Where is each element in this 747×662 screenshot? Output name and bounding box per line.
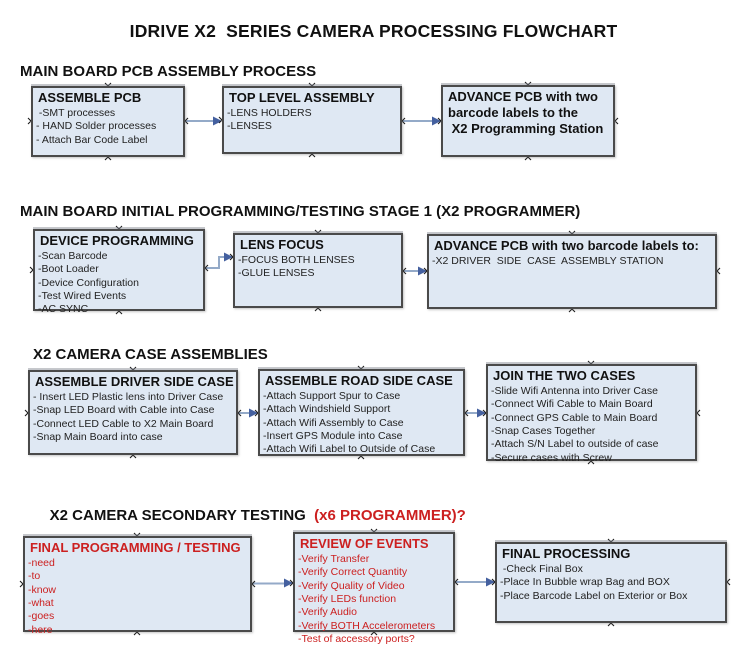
box-item: -Attach S/N Label to outside of case xyxy=(491,438,659,451)
box-item: -LENSES xyxy=(227,120,272,133)
box-item: -Secure cases with Screw xyxy=(491,451,612,464)
box-device-programming[interactable]: DEVICE PROGRAMMING -Scan Barcode -Boot L… xyxy=(33,229,205,315)
box-item: -Check Final Box xyxy=(500,562,583,575)
box-title: DEVICE PROGRAMMING xyxy=(40,233,194,248)
box-item: -GLUE LENSES xyxy=(238,267,315,280)
box-lens-focus[interactable]: LENS FOCUS -FOCUS BOTH LENSES -GLUE LENS… xyxy=(233,233,403,308)
box-assemble-driver-side-case[interactable]: ASSEMBLE DRIVER SIDE CASE - Insert LED P… xyxy=(28,370,238,455)
box-item: -to xyxy=(28,570,41,583)
connector-arrow-3 xyxy=(205,252,233,269)
box-assemble-pcb[interactable]: ASSEMBLE PCB -SMT processes - HAND Solde… xyxy=(31,86,185,157)
connector-arrow-6 xyxy=(465,408,486,418)
connector-arrow-7 xyxy=(252,578,293,588)
box-item: -AC SYNC xyxy=(38,303,89,316)
section-heading-secondary-testing: X2 CAMERA SECONDARY TESTING (x6 PROGRAMM… xyxy=(33,490,466,541)
box-item: -Device Configuration xyxy=(38,276,139,289)
box-item: -Slide Wifi Antenna into Driver Case xyxy=(491,384,658,397)
box-advance-pcb-driver-side-station[interactable]: ADVANCE PCB with two barcode labels to: … xyxy=(427,234,717,309)
box-item: -X2 DRIVER SIDE CASE ASSEMBLY STATION xyxy=(432,254,664,267)
section-heading-initial-programming: MAIN BOARD INITIAL PROGRAMMING/TESTING S… xyxy=(20,203,581,220)
box-item: - Attach Bar Code Label xyxy=(36,133,148,146)
box-item: -Place Barcode Label on Exterior or Box xyxy=(500,589,688,602)
box-title: ASSEMBLE PCB xyxy=(38,90,142,105)
box-final-programming-testing[interactable]: FINAL PROGRAMMING / TESTING -need -to -k… xyxy=(23,536,252,636)
connector-arrow-4 xyxy=(403,266,427,276)
box-review-of-events[interactable]: REVIEW OF EVENTS -Verify Transfer -Verif… xyxy=(293,532,455,645)
box-item: -Verify Transfer xyxy=(298,552,370,565)
section-heading-case-assemblies: X2 CAMERA CASE ASSEMBLIES xyxy=(33,346,268,363)
box-title: ADVANCE PCB with two barcode labels to t… xyxy=(448,89,604,136)
box-item: -Attach Windshield Support xyxy=(263,403,391,416)
box-item: -Scan Barcode xyxy=(38,249,108,262)
box-item: - HAND Solder processes xyxy=(36,120,157,133)
box-item: -Verify Correct Quantity xyxy=(298,566,408,579)
connector-arrow-1 xyxy=(185,116,222,126)
section-heading-pcb-assembly: MAIN BOARD PCB ASSEMBLY PROCESS xyxy=(20,63,317,80)
box-item: -Attach Wifi Assembly to Case xyxy=(263,416,404,429)
connector-arrow-2 xyxy=(402,116,441,126)
box-item: -Test of accessory ports? xyxy=(298,633,415,646)
box-item: -know xyxy=(28,583,57,596)
box-title: JOIN THE TWO CASES xyxy=(493,368,636,383)
box-join-the-two-cases[interactable]: JOIN THE TWO CASES -Slide Wifi Antenna i… xyxy=(486,364,697,464)
box-item: -Test Wired Events xyxy=(38,290,127,303)
box-top-level-assembly[interactable]: TOP LEVEL ASSEMBLY -LENS HOLDERS -LENSES xyxy=(222,86,402,154)
connector-arrow-8 xyxy=(455,577,495,587)
box-item: -Place In Bubble wrap Bag and BOX xyxy=(500,576,670,589)
box-title: TOP LEVEL ASSEMBLY xyxy=(229,90,375,105)
box-item: -Insert GPS Module into Case xyxy=(263,430,403,443)
box-title: FINAL PROCESSING xyxy=(502,546,631,561)
box-item: - Insert LED Plastic lens into Driver Ca… xyxy=(33,390,224,403)
box-title: ASSEMBLE DRIVER SIDE CASE xyxy=(35,374,234,389)
box-item: -Verify Audio xyxy=(298,606,357,619)
box-item: -what xyxy=(28,597,54,610)
box-item: -Verify LEDs function xyxy=(298,593,397,606)
box-title: REVIEW OF EVENTS xyxy=(300,536,429,551)
box-title: ASSEMBLE ROAD SIDE CASE xyxy=(265,373,453,388)
box-item: -Verify Quality of Video xyxy=(298,579,405,592)
section-heading-black-part: X2 CAMERA SECONDARY TESTING xyxy=(49,507,306,524)
box-item: -Snap Main Board into case xyxy=(33,431,163,444)
box-final-processing[interactable]: FINAL PROCESSING -Check Final Box -Place… xyxy=(495,542,727,623)
box-item: -FOCUS BOTH LENSES xyxy=(238,253,355,266)
box-title: FINAL PROGRAMMING / TESTING xyxy=(30,540,241,555)
box-item: -LENS HOLDERS xyxy=(227,106,312,119)
box-item: -here xyxy=(28,623,53,636)
box-title: ADVANCE PCB with two barcode labels to: xyxy=(434,238,699,253)
box-item: -Verify BOTH Accelerometers xyxy=(298,619,436,632)
box-item: -need xyxy=(28,556,55,569)
connector-arrow-5 xyxy=(238,408,258,418)
box-item: -Connect LED Cable to X2 Main Board xyxy=(33,417,214,430)
box-item: -Snap LED Board with Cable into Case xyxy=(33,404,215,417)
flowchart-title: IDRIVE X2 SERIES CAMERA PROCESSING FLOWC… xyxy=(129,21,618,41)
box-assemble-road-side-case[interactable]: ASSEMBLE ROAD SIDE CASE -Attach Support … xyxy=(258,369,465,456)
box-item: -SMT processes xyxy=(36,106,116,119)
box-item: -Attach Wifi Label to Outside of Case xyxy=(263,443,436,456)
box-item: -Attach Support Spur to Case xyxy=(263,389,401,402)
box-item: -Snap Cases Together xyxy=(491,425,596,438)
box-item: -goes xyxy=(28,610,55,623)
box-title: LENS FOCUS xyxy=(240,237,324,252)
section-heading-red-part: (x6 PROGRAMMER)? xyxy=(305,507,466,524)
box-advance-pcb-programming-station[interactable]: ADVANCE PCB with two barcode labels to t… xyxy=(441,85,615,157)
box-item: -Connect Wifi Cable to Main Board xyxy=(491,398,653,411)
box-item: -Boot Loader xyxy=(38,263,99,276)
box-item: -Connect GPS Cable to Main Board xyxy=(491,411,658,424)
